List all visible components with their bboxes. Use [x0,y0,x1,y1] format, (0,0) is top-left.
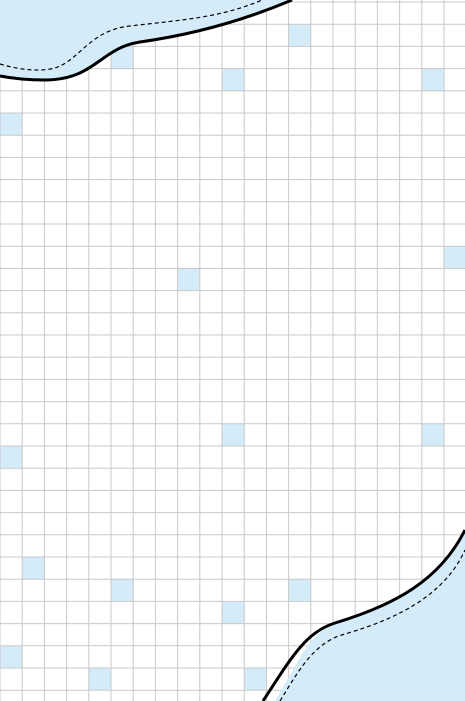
bottom-right-solid-curve [261,529,465,701]
highlighted-cell [177,268,200,291]
top-left-solid-curve [0,0,293,82]
highlighted-cell [0,446,23,469]
highlighted-cell [444,246,465,269]
highlighted-cell [222,601,245,624]
highlighted-cell [421,68,444,91]
highlighted-cell [22,557,45,580]
highlighted-cell [111,46,134,69]
highlighted-cell [0,645,23,668]
highlighted-cell [0,113,23,136]
highlighted-cell [88,668,111,691]
highlighted-cell [244,668,267,691]
highlighted-cell [222,423,245,446]
highlighted-cell [288,579,311,602]
highlighted-cell [421,423,444,446]
top-left-dashed-curve [0,0,263,71]
bottom-right-dashed-curve [279,549,465,701]
highlighted-cell [222,68,245,91]
highlighted-cell [288,24,311,47]
highlighted-cells [0,24,465,691]
highlighted-cell [111,579,134,602]
bottom-right-corner-blob [275,530,465,701]
